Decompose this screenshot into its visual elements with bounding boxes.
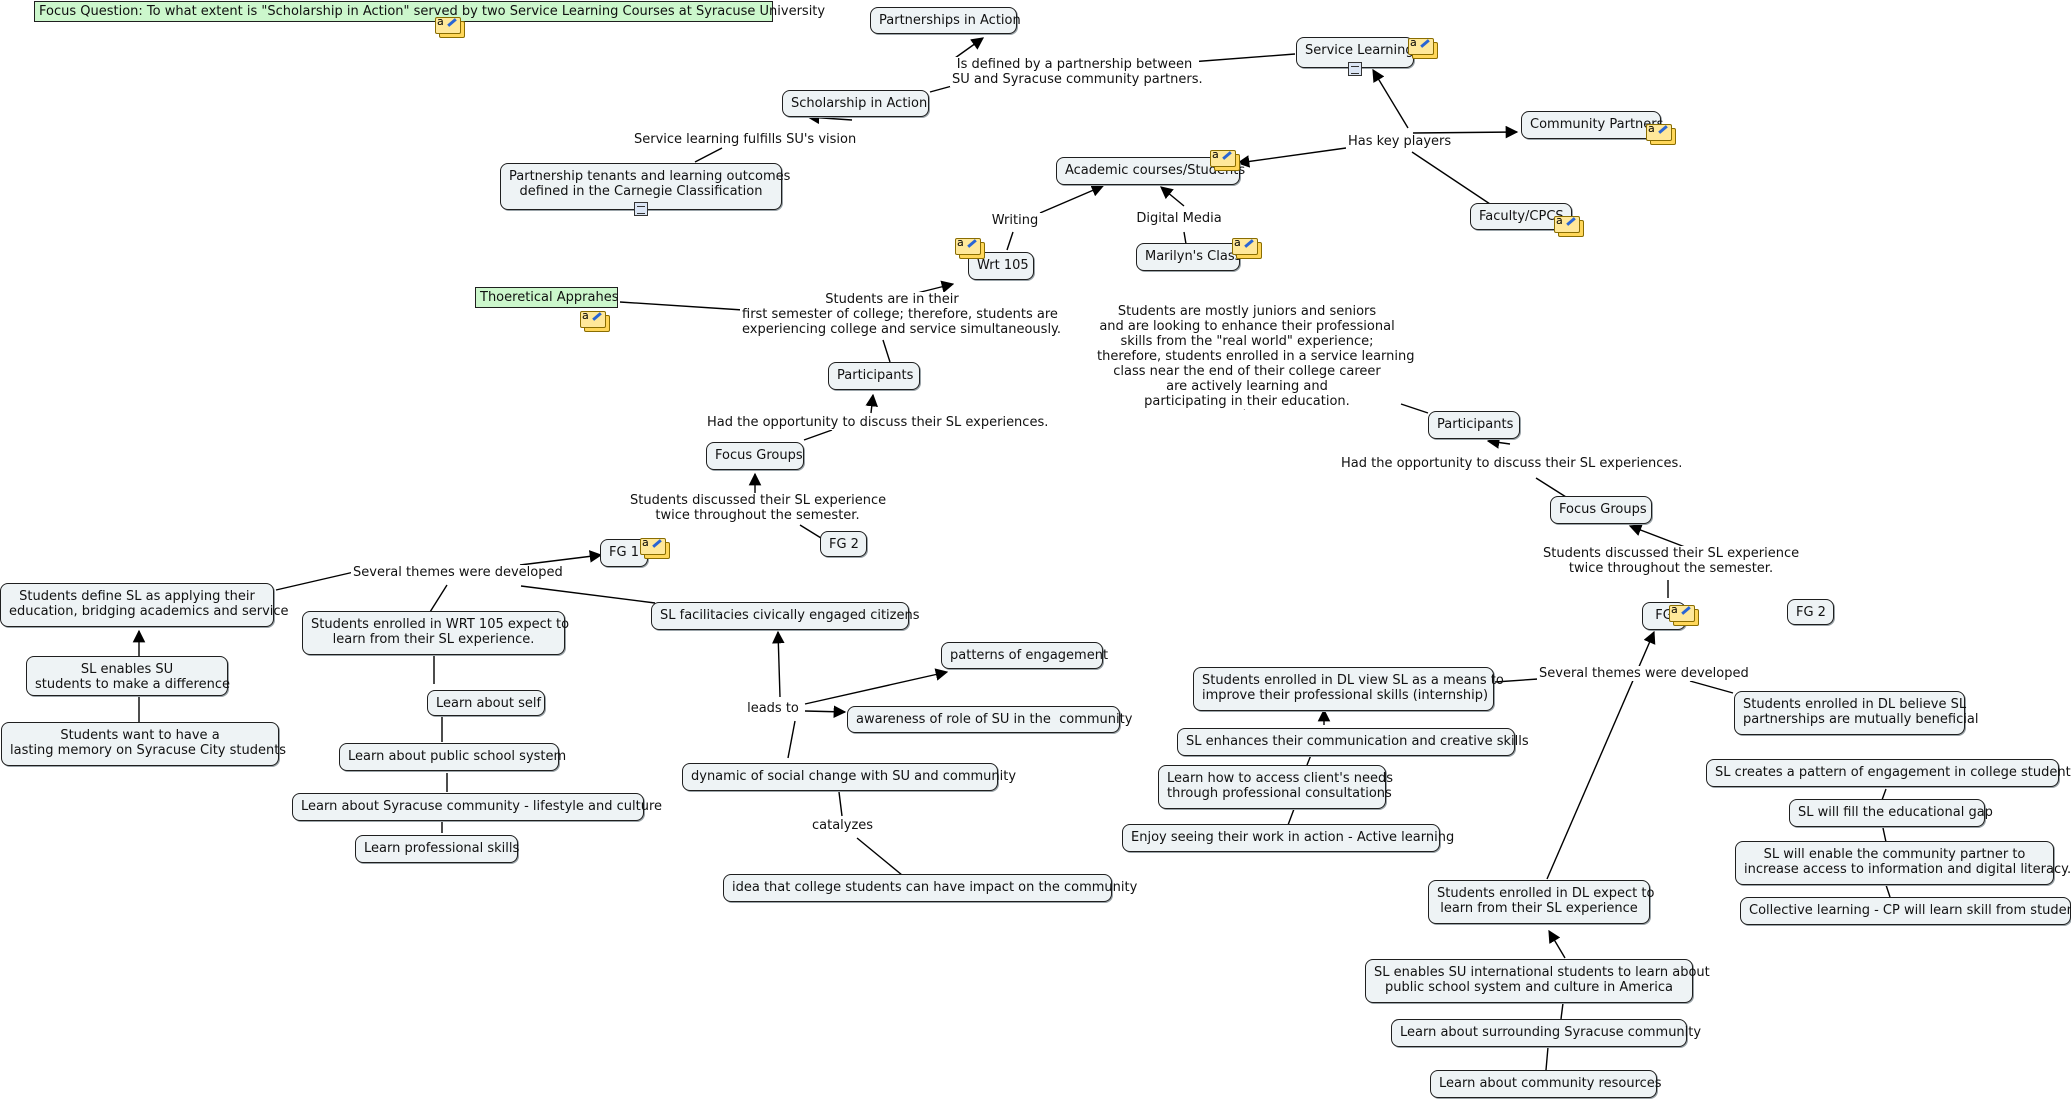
link-label-defined-by: Is defined by a partnership between SU a… [950, 57, 1203, 87]
document-icon[interactable] [634, 202, 648, 216]
marilyns-class-node[interactable]: Marilyn's Class [1136, 243, 1241, 271]
link-label-key-players: Has key players [1346, 134, 1452, 149]
note-icon[interactable]: a [640, 537, 670, 559]
learn-access-needs-node[interactable]: Learn how to access client's needs throu… [1158, 765, 1393, 809]
collective-learning-node[interactable]: Collective learning - CP will learn skil… [1740, 897, 2071, 925]
link-label-opportunity-right: Had the opportunity to discuss their SL … [1339, 456, 1683, 471]
learn-public-school-node[interactable]: Learn about public school system [339, 743, 566, 771]
dl-view-sl-node[interactable]: Students enrolled in DL view SL as a mea… [1193, 667, 1504, 711]
sl-enable-cp-node[interactable]: SL will enable the community partner to … [1735, 841, 2071, 885]
college-impact-idea-node[interactable]: idea that college students can have impa… [723, 874, 1137, 902]
link-label-themes-left: Several themes were developed [351, 565, 563, 580]
link-label-writing: Writing [988, 213, 1042, 228]
note-icon[interactable]: a [1210, 149, 1240, 171]
learn-resources-node[interactable]: Learn about community resources [1430, 1070, 1662, 1098]
note-icon[interactable]: a [955, 237, 985, 259]
scholarship-in-action-node[interactable]: Scholarship in Action [782, 90, 929, 117]
link-label-digital-media: Digital Media [1133, 211, 1225, 226]
sl-creates-pattern-node[interactable]: SL creates a pattern of engagement in co… [1706, 759, 2071, 787]
sl-enhances-skills-node[interactable]: SL enhances their communication and crea… [1177, 728, 1529, 756]
theoretical-approaches-node[interactable]: Thoeretical Apprahes [475, 287, 618, 308]
fg2-right-node[interactable]: FG 2 [1787, 599, 1834, 625]
fg2-left-node[interactable]: FG 2 [820, 531, 867, 557]
link-label-opportunity-left: Had the opportunity to discuss their SL … [705, 415, 1049, 430]
partnerships-in-action-node[interactable]: Partnerships in Action [870, 7, 1021, 34]
service-learning-node[interactable]: Service Learning [1296, 37, 1414, 68]
focus-question: Focus Question: To what extent is "Schol… [34, 1, 825, 22]
academic-courses-node[interactable]: Academic courses/Students [1056, 157, 1245, 185]
civic-engagement-node[interactable]: SL facilitacies civically engaged citize… [651, 602, 920, 630]
link-label-catalyzes: catalyzes [810, 818, 874, 833]
sl-enables-su-node[interactable]: SL enables SU students to make a differe… [26, 656, 230, 696]
link-label-first-semester: Students are in their first semester of … [740, 292, 1062, 337]
note-icon[interactable]: a [1646, 123, 1676, 145]
wrt-105-node[interactable]: Wrt 105 [968, 252, 1034, 280]
sl-international-node[interactable]: SL enables SU international students to … [1365, 959, 1710, 1003]
note-icon[interactable]: a [435, 16, 465, 38]
dl-expect-node[interactable]: Students enrolled in DL expect to learn … [1428, 880, 1654, 924]
dynamic-social-change-node[interactable]: dynamic of social change with SU and com… [682, 763, 1016, 791]
note-icon[interactable]: a [1232, 237, 1262, 259]
link-label-juniors-seniors: Students are mostly juniors and seniors … [1095, 304, 1415, 409]
focus-groups-right-node[interactable]: Focus Groups [1550, 496, 1652, 524]
note-icon[interactable]: a [1669, 604, 1699, 626]
sl-fill-gap-node[interactable]: SL will fill the educational gap [1789, 799, 1993, 827]
link-label-themes-right: Several themes were developed [1537, 666, 1749, 681]
participants-left-node[interactable]: Participants [828, 362, 920, 390]
learn-surrounding-node[interactable]: Learn about surrounding Syracuse communi… [1391, 1019, 1701, 1047]
note-icon[interactable]: a [1554, 215, 1584, 237]
link-label-discussed-right: Students discussed their SL experience t… [1541, 546, 1801, 576]
learn-professional-skills-node[interactable]: Learn professional skills [355, 835, 519, 863]
participants-right-node[interactable]: Participants [1428, 411, 1520, 439]
link-label-discussed-left: Students discussed their SL experience t… [628, 493, 887, 523]
dl-believe-node[interactable]: Students enrolled in DL believe SL partn… [1734, 691, 1978, 735]
document-icon[interactable] [1348, 62, 1362, 76]
link-label-leads-to: leads to [745, 701, 801, 716]
learn-about-self-node[interactable]: Learn about self [427, 690, 545, 716]
learn-syracuse-community-node[interactable]: Learn about Syracuse community - lifesty… [292, 793, 662, 821]
enjoy-active-learning-node[interactable]: Enjoy seeing their work in action - Acti… [1122, 824, 1454, 852]
lasting-memory-node[interactable]: Students want to have a lasting memory o… [1, 722, 286, 766]
awareness-role-node[interactable]: awareness of role of SU in the community [847, 706, 1132, 733]
link-label-fulfills: Service learning fulfills SU's vision [632, 132, 857, 147]
students-define-sl-node[interactable]: Students define SL as applying their edu… [0, 583, 289, 627]
community-partners-node[interactable]: Community Partners [1521, 111, 1663, 139]
note-icon[interactable]: a [1408, 37, 1438, 59]
focus-groups-left-node[interactable]: Focus Groups [706, 442, 804, 470]
note-icon[interactable]: a [580, 310, 610, 332]
wrt-expect-node[interactable]: Students enrolled in WRT 105 expect to l… [302, 611, 569, 655]
patterns-of-engagement-node[interactable]: patterns of engagement [941, 642, 1108, 669]
